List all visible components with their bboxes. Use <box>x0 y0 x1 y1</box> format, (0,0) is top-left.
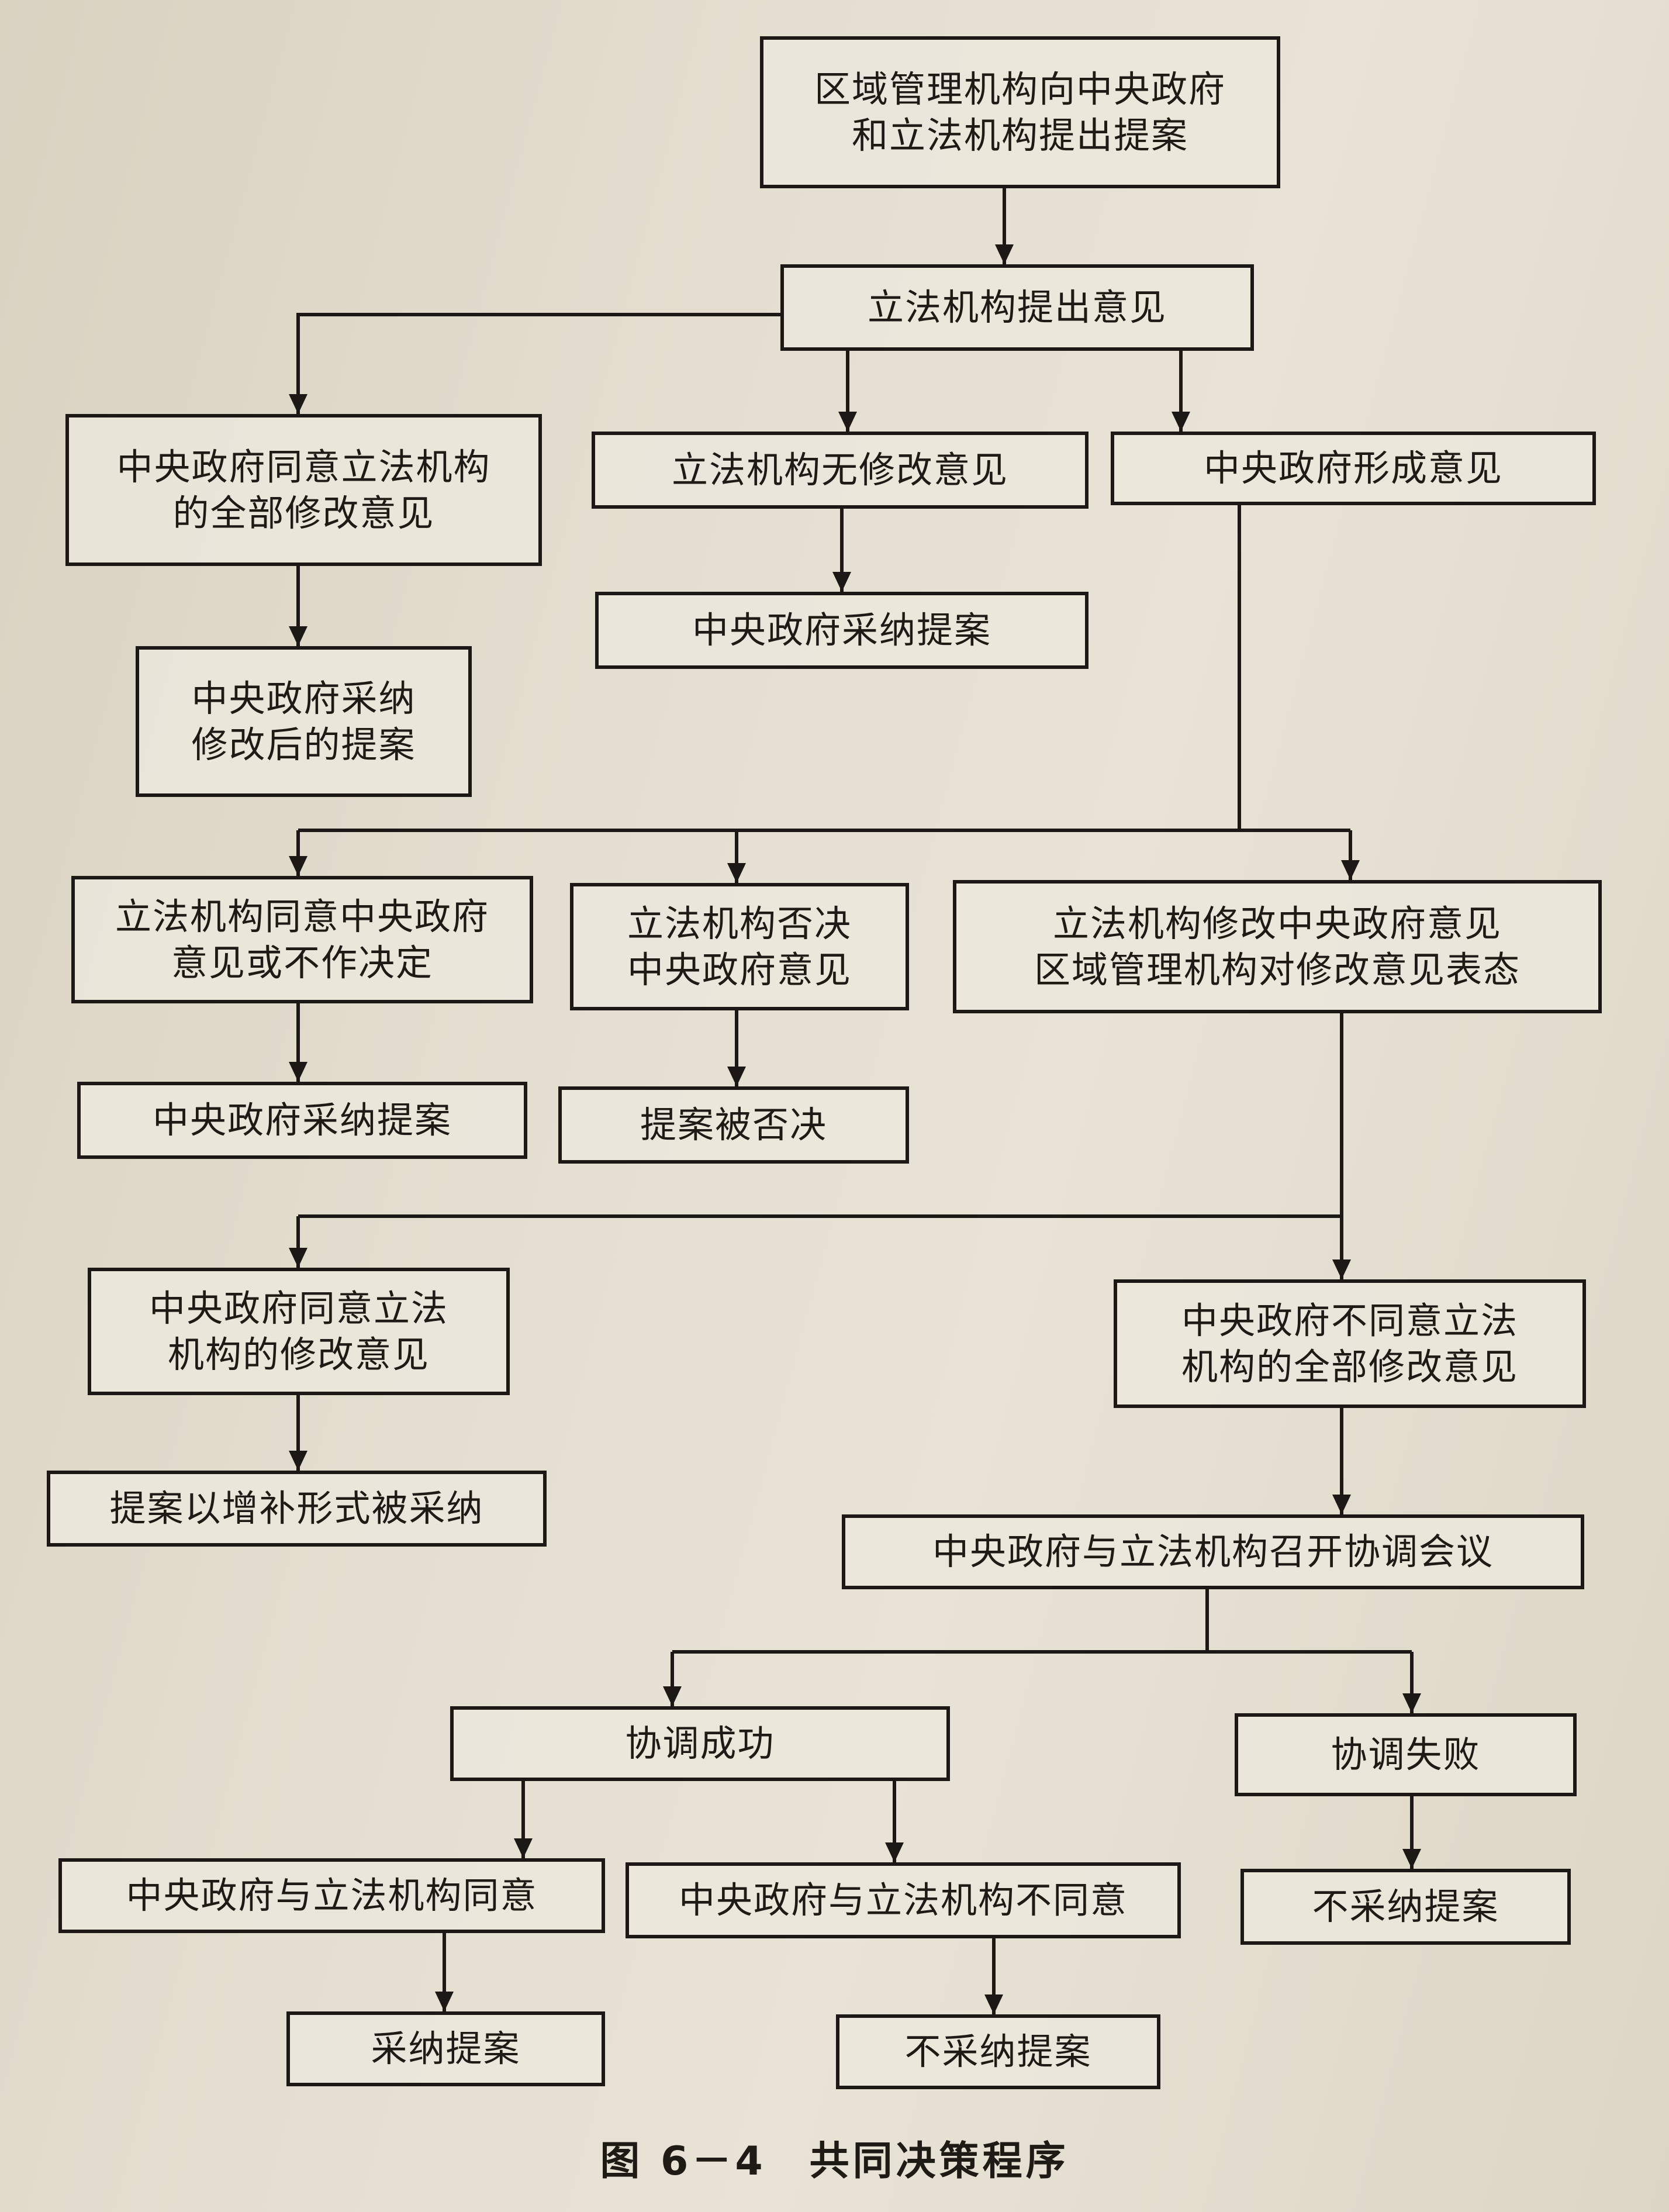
node-coord-success: 协调成功 <box>450 1706 950 1781</box>
node-both-disagree: 中央政府与立法机构不同意 <box>626 1862 1181 1938</box>
node-rejected: 提案被否决 <box>558 1086 909 1164</box>
arrowhead <box>1402 1693 1421 1713</box>
arrowhead <box>289 856 307 876</box>
arrowhead <box>289 1248 307 1268</box>
arrowhead <box>289 626 307 646</box>
node-coordination-meeting: 中央政府与立法机构召开协调会议 <box>842 1514 1584 1589</box>
node-coord-fail: 协调失败 <box>1235 1713 1577 1796</box>
node-adopt-1: 中央政府采纳提案 <box>595 592 1089 669</box>
arrowhead <box>1332 1495 1351 1514</box>
node-gov-forms-opinion: 中央政府形成意见 <box>1111 432 1596 505</box>
node-not-adopted-1: 不采纳提案 <box>1240 1869 1571 1945</box>
node-leg-modifies-gov: 立法机构修改中央政府意见 区域管理机构对修改意见表态 <box>953 880 1602 1013</box>
node-adopt-2: 中央政府采纳提案 <box>77 1082 527 1159</box>
arrowhead <box>984 1994 1003 2014</box>
arrowhead <box>1332 1259 1351 1279</box>
arrowhead <box>1172 412 1190 432</box>
node-legislature-opinion: 立法机构提出意见 <box>780 264 1254 351</box>
node-no-amendment: 立法机构无修改意见 <box>592 432 1089 509</box>
arrowhead <box>435 1992 454 2011</box>
arrowhead <box>289 1451 307 1471</box>
node-adopt-supplement: 提案以增补形式被采纳 <box>47 1471 547 1547</box>
arrowhead <box>885 1842 904 1862</box>
arrowhead <box>289 1062 307 1082</box>
arrowhead <box>289 394 307 414</box>
arrowhead <box>995 244 1014 264</box>
node-adopt-amended: 中央政府采纳 修改后的提案 <box>136 646 472 797</box>
arrowhead <box>514 1838 533 1858</box>
arrowhead <box>1402 1849 1421 1869</box>
connector-line <box>296 313 780 414</box>
node-adopt-final: 采纳提案 <box>286 2011 605 2086</box>
node-gov-disagrees-mod: 中央政府不同意立法 机构的全部修改意见 <box>1114 1279 1586 1408</box>
node-gov-accepts-all: 中央政府同意立法机构 的全部修改意见 <box>65 414 542 566</box>
node-leg-vetoes-gov: 立法机构否决 中央政府意见 <box>570 883 909 1010</box>
node-gov-agrees-mod: 中央政府同意立法 机构的修改意见 <box>88 1268 510 1395</box>
arrowhead <box>727 863 746 883</box>
arrowhead <box>838 412 857 432</box>
node-both-agree: 中央政府与立法机构同意 <box>58 1858 605 1933</box>
arrowhead <box>1341 860 1360 880</box>
arrowhead <box>727 1067 746 1086</box>
node-leg-agrees-gov: 立法机构同意中央政府 意见或不作决定 <box>71 876 533 1003</box>
arrowhead <box>832 572 851 592</box>
figure-caption: 图 6－4 共同决策程序 <box>600 2138 1069 2185</box>
node-proposal: 区域管理机构向中央政府 和立法机构提出提案 <box>760 36 1280 188</box>
node-not-adopted-2: 不采纳提案 <box>836 2014 1160 2089</box>
arrowhead <box>663 1686 682 1706</box>
